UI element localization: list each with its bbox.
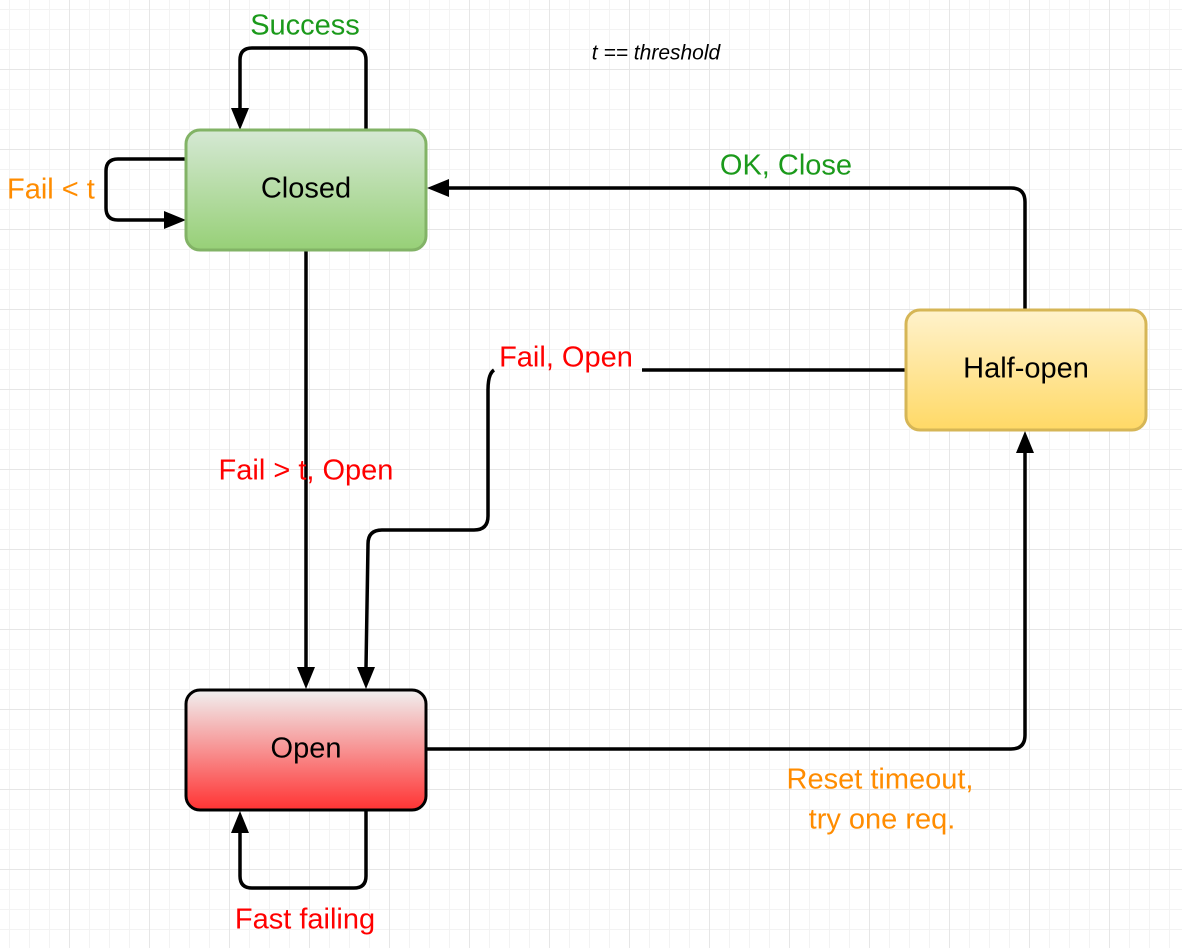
fail-below-threshold-arrowhead <box>164 211 186 229</box>
state-open[interactable]: Open <box>184 688 428 812</box>
success-label: Success <box>250 10 360 42</box>
state-closed-label: Closed <box>261 173 351 205</box>
half-open-to-closed-arrowhead <box>427 179 449 197</box>
state-open-box <box>184 688 428 812</box>
open-to-half-open-edge <box>426 452 1027 751</box>
reset-timeout-label-line2: try one req. <box>809 804 956 836</box>
fast-failing-loop-arrowhead <box>231 811 249 833</box>
ok-close-label: OK, Close <box>720 150 852 182</box>
threshold-note: t == threshold <box>592 42 722 65</box>
state-closed[interactable]: Closed <box>184 128 428 252</box>
half-open-to-open-arrowhead <box>357 667 375 689</box>
success-loop-edge <box>238 46 368 130</box>
fast-failing-loop-edge <box>238 810 368 890</box>
reset-timeout-label-line1: Reset timeout, <box>787 764 974 796</box>
fast-failing-label: Fast failing <box>235 904 375 936</box>
state-half-open-label: Half-open <box>963 353 1089 385</box>
state-closed-box <box>184 128 428 252</box>
half-open-to-open-edge <box>364 368 905 669</box>
fail-below-threshold-loop-edge <box>104 157 186 222</box>
half-open-to-closed-edge <box>448 186 1027 310</box>
fail-below-threshold-label: Fail < t <box>7 174 95 206</box>
fail-open-label: Fail, Open <box>499 342 633 374</box>
open-to-half-open-arrowhead <box>1016 431 1034 453</box>
closed-to-open-arrowhead <box>297 667 315 689</box>
state-half-open[interactable]: Half-open <box>904 308 1148 432</box>
state-open-label: Open <box>271 733 342 765</box>
fail-above-threshold-label: Fail > t, Open <box>219 455 394 487</box>
success-loop-arrowhead <box>231 108 249 130</box>
state-half-open-box <box>904 308 1148 432</box>
